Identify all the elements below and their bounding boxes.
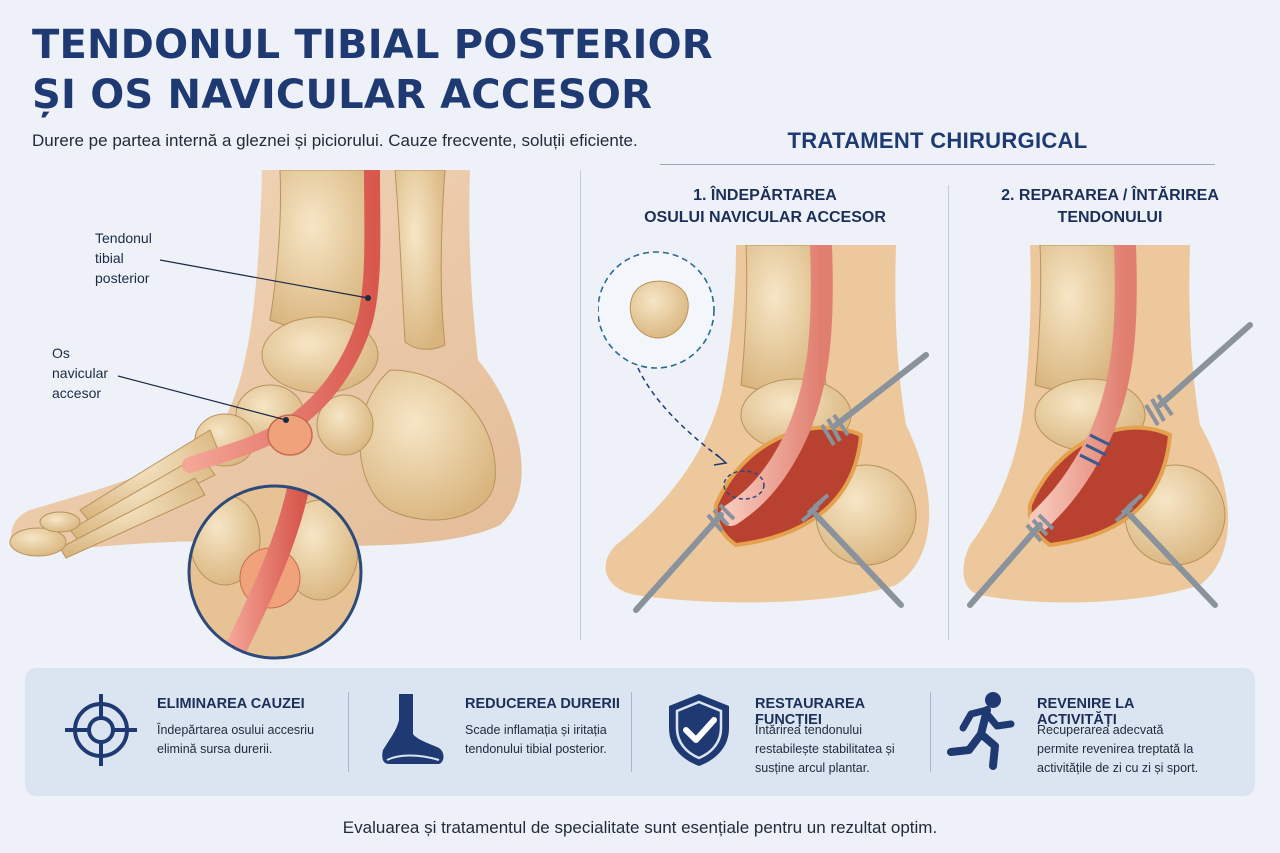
benefit-separator [348,692,349,772]
title-line-1: TENDONUL TIBIAL POSTERIOR [32,22,713,68]
page-title: TENDONUL TIBIAL POSTERIOR ȘI OS NAVICULA… [32,20,713,120]
foot-anatomy-illustration [9,170,522,660]
removed-bone-callout [598,251,728,466]
step-2-surgery-illustration [963,245,1253,608]
target-icon [65,694,137,766]
footer-note: Evaluarea și tratamentul de specialitate… [342,818,938,837]
section-divider [660,164,1215,165]
subtitle: Durere pe partea internă a gleznei și pi… [32,131,638,150]
benefits-panel: ELIMINAREA CAUZEI Îndepărtarea osului ac… [25,668,1255,796]
tendon-label: Tendonul tibial posterior [95,230,152,286]
shield-check-icon [669,694,729,766]
benefit-reduce-pain: REDUCEREA DURERII Scade inflamația și ir… [333,668,633,796]
benefit-eliminate-cause: ELIMINAREA CAUZEI Îndepărtarea osului ac… [25,668,325,796]
runner-icon [947,692,1015,770]
vertical-divider-left [580,170,581,640]
surgery-section-title: TRATAMENT CHIRURGICAL [787,128,1088,153]
benefit-title: ELIMINAREA CAUZEI [157,696,305,712]
accessory-bone-label: Os navicular accesor [52,345,109,401]
benefit-separator [631,692,632,772]
benefit-title: RESTAURAREA FUNCȚIEI [755,696,865,728]
vertical-divider-middle [948,185,949,640]
step-2-title: 2. REPARAREA / ÎNTĂRIREA TENDONULUI [1001,187,1219,226]
step-1-title: 1. ÎNDEPĂRTAREA OSULUI NAVICULAR ACCESOR [644,187,886,226]
benefit-description: Scade inflamația și iritația tendonului … [465,723,607,756]
foot-icon [382,694,444,764]
title-line-2: ȘI OS NAVICULAR ACCESOR [32,72,653,118]
benefit-description: Îndepărtarea osului accesriu elimină sur… [157,723,315,756]
benefit-title: REDUCEREA DURERII [465,696,620,712]
benefit-description: Întărirea tendonului restabilește stabil… [755,723,895,775]
step-1-surgery-illustration [605,245,930,613]
benefit-description: Recuperarea adecvată permite revenirea t… [1037,723,1199,775]
benefit-title: REVENIRE LA ACTIVITĂȚI [1037,696,1134,728]
benefit-return-activity: REVENIRE LA ACTIVITĂȚI Recuperarea adecv… [905,668,1205,796]
benefit-separator [930,692,931,772]
benefit-restore-function: RESTAURAREA FUNCȚIEI Întărirea tendonulu… [623,668,923,796]
